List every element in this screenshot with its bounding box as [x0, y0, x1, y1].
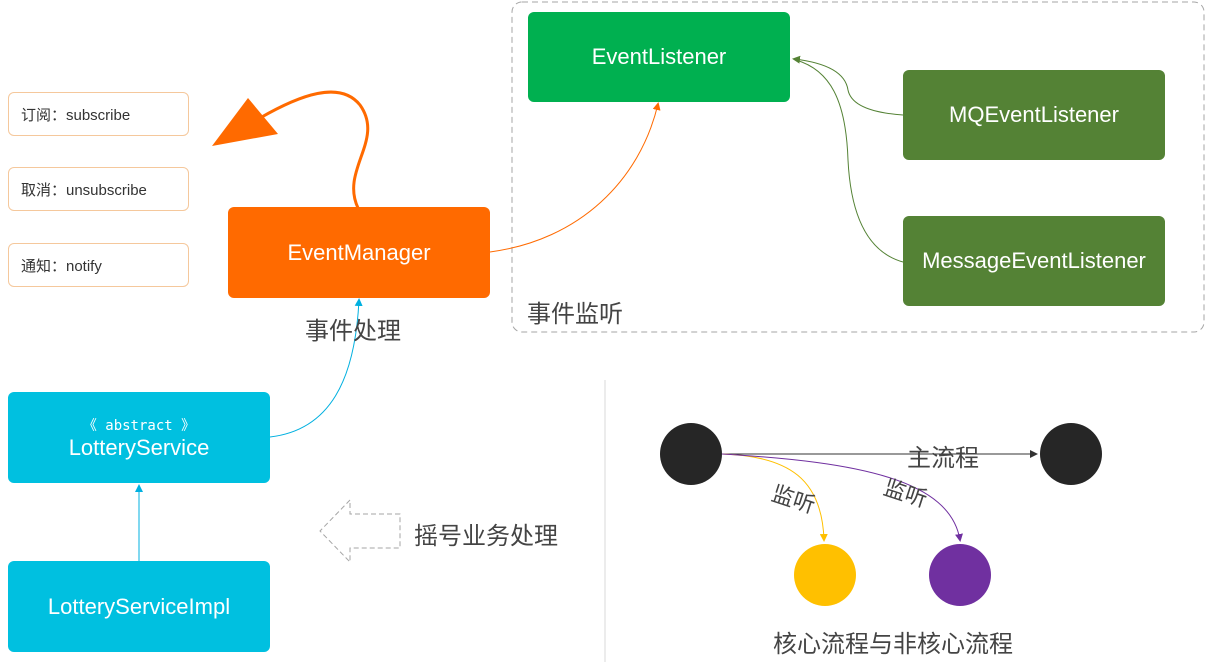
mq-event-listener-label: MQEventListener — [949, 102, 1119, 127]
note-unsubscribe: 取消：unsubscribe — [8, 167, 189, 211]
service-to-manager-line — [269, 298, 363, 438]
note-unsubscribe-text: 取消：unsubscribe — [21, 181, 147, 199]
event-listening-group — [511, 1, 1205, 333]
note-subscribe: 订阅：subscribe — [8, 92, 189, 136]
main-flow-label: 主流程 — [907, 445, 979, 472]
listen-line-purple — [721, 453, 963, 542]
event-listener-node: EventListener — [528, 12, 790, 102]
start-node — [660, 423, 722, 485]
end-node — [1040, 423, 1102, 485]
lottery-service-node: 《 abstract 》 LotteryService — [8, 392, 270, 483]
note-notify: 通知：notify — [8, 243, 189, 287]
event-manager-label: EventManager — [287, 239, 431, 265]
message-event-listener-node: MessageEventListener — [903, 216, 1165, 306]
manager-arrowhead — [212, 98, 278, 146]
purple-node — [929, 544, 991, 606]
mq-to-listener-line — [792, 55, 904, 116]
core-caption: 核心流程与非核心流程 — [773, 631, 1013, 658]
lottery-service-impl-node: LotteryServiceImpl — [8, 561, 270, 652]
lottery-service-label: LotteryService — [68, 434, 210, 460]
event-handling-label: 事件处理 — [305, 318, 401, 345]
event-listener-label: EventListener — [591, 44, 727, 69]
event-listening-label: 事件监听 — [527, 301, 623, 328]
lottery-processing-label: 摇号业务处理 — [414, 523, 558, 550]
message-event-listener-label: MessageEventListener — [922, 248, 1146, 273]
lottery-service-impl-label: LotteryServiceImpl — [47, 593, 231, 619]
lottery-service-stereotype: 《 abstract 》 — [82, 417, 196, 434]
mq-event-listener-node: MQEventListener — [903, 70, 1165, 160]
message-to-listener-line — [795, 59, 904, 263]
event-manager-node: EventManager — [228, 207, 490, 298]
manager-to-listener-line — [489, 102, 661, 253]
yellow-node — [794, 544, 856, 606]
note-notify-text: 通知：notify — [21, 257, 102, 275]
hollow-left-arrow — [319, 498, 401, 564]
note-subscribe-text: 订阅：subscribe — [21, 106, 131, 124]
manager-curve-arrow — [259, 90, 370, 209]
